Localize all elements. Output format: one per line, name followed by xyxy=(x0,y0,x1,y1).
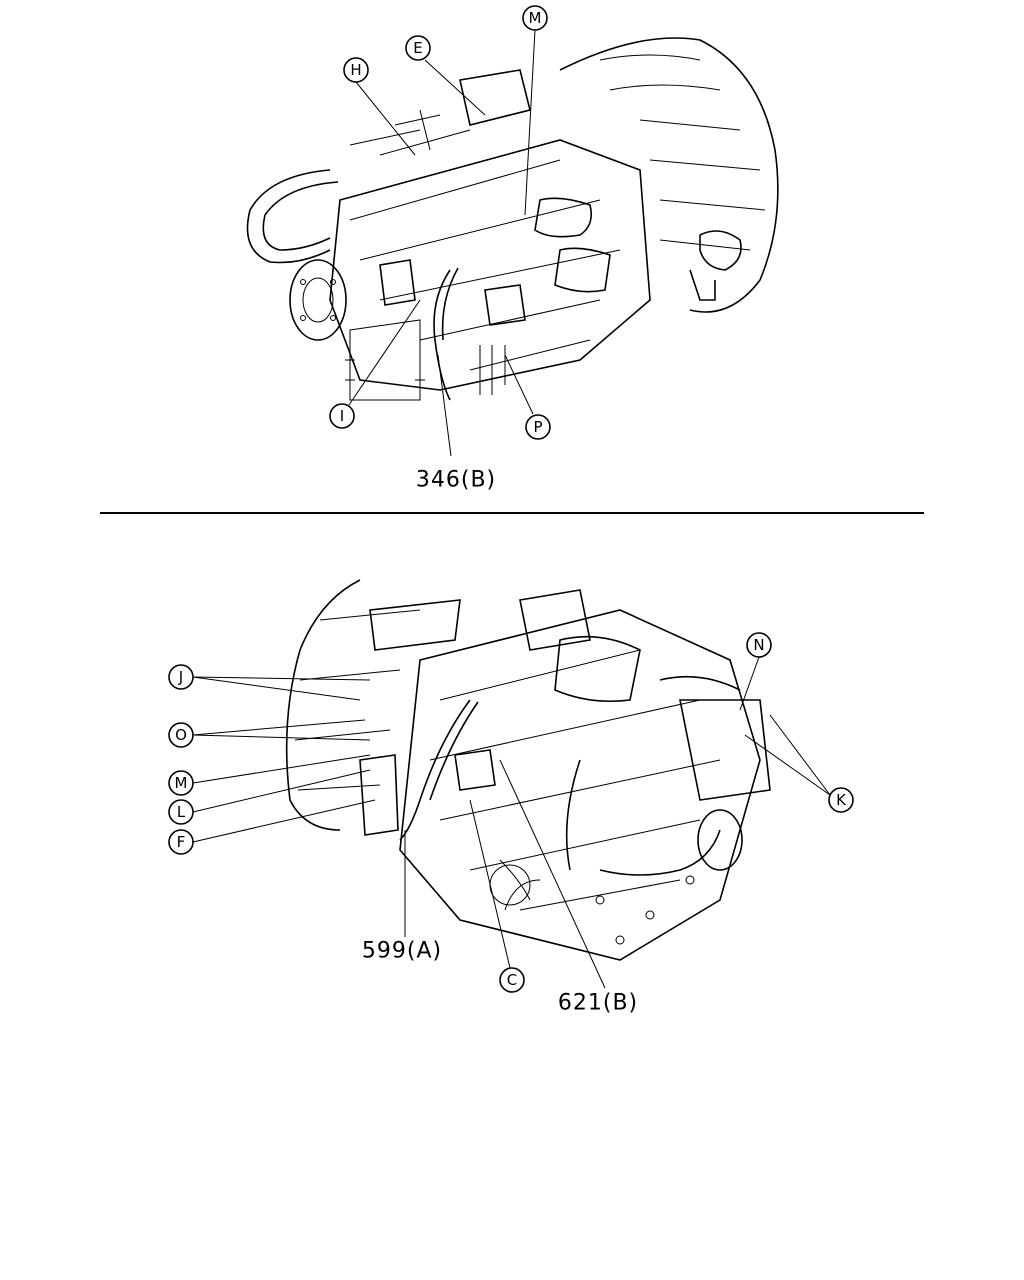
callout-N: N xyxy=(746,632,772,658)
leader-lines-top xyxy=(348,29,536,457)
svg-text:M: M xyxy=(529,9,542,27)
callout-J: J xyxy=(168,664,194,690)
svg-text:F: F xyxy=(177,833,186,851)
callout-M: M xyxy=(522,5,548,31)
callout-O: O xyxy=(168,722,194,748)
transmission-illustration-top xyxy=(246,37,779,401)
svg-text:O: O xyxy=(175,726,187,744)
svg-text:E: E xyxy=(413,39,422,57)
callout-H: H xyxy=(343,57,369,83)
callout-L: L xyxy=(168,799,194,825)
callout-P: P xyxy=(525,414,551,440)
svg-text:P: P xyxy=(533,418,542,436)
callout-E: E xyxy=(405,35,431,61)
callout-I: I xyxy=(329,403,355,429)
leader-lines-bottom xyxy=(192,656,831,989)
callout-C: C xyxy=(499,967,525,993)
svg-text:K: K xyxy=(836,791,847,809)
transmission-illustration-bottom xyxy=(285,579,771,961)
part-ref-621b: 621(B) xyxy=(558,991,638,1016)
part-ref-346b: 346(B) xyxy=(416,468,496,493)
svg-text:M: M xyxy=(175,774,188,792)
svg-text:H: H xyxy=(350,61,361,79)
callout-F: F xyxy=(168,829,194,855)
svg-text:J: J xyxy=(178,668,183,686)
svg-text:I: I xyxy=(340,407,344,425)
svg-text:N: N xyxy=(753,636,764,654)
callout-M-bottom: M xyxy=(168,770,194,796)
svg-text:C: C xyxy=(507,971,517,989)
callout-K: K xyxy=(828,787,854,813)
part-ref-599a: 599(A) xyxy=(362,939,442,964)
svg-text:L: L xyxy=(177,803,186,821)
